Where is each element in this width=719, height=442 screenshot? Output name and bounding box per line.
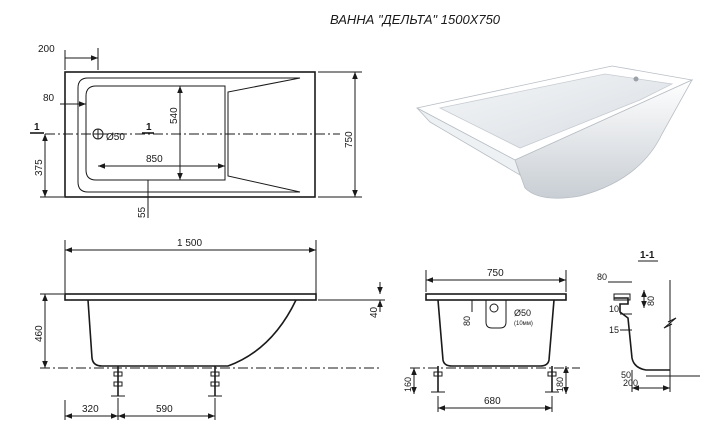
length-dimension: 1 500 [64,238,317,296]
section-wall-break [663,317,677,329]
sec-dim-80b: 80 [646,296,656,306]
dim-850: 850 [146,154,163,165]
end-body [437,299,555,367]
top-bowl-inner-rim [85,85,226,181]
dim-320: 320 [82,404,99,415]
bathtub-3d-render [415,65,694,199]
section-title: 1-1 [640,250,655,261]
section-profile [614,297,670,371]
dim-80: 80 [43,93,55,104]
side-leg-left [111,366,125,397]
dim-1500: 1 500 [177,238,202,249]
dim-375: 375 [34,159,45,176]
section-mark-right: 1 [146,122,152,133]
top-dim-750: 750 [344,131,355,148]
top-bowl-outline [77,77,301,193]
dim-540: 540 [169,107,180,124]
section-rim-block [613,293,631,301]
end-dim-80: 80 [462,316,472,326]
end-view: 750 80 Ø50 (10мм) 160 180 680 [403,268,580,412]
end-drain-label: Ø50 [514,308,531,318]
render-left-side [416,107,521,176]
dim-55: 55 [137,206,148,218]
end-drain-note: (10мм) [514,321,533,327]
top-view: Ø50 1 1 200 80 540 850 750 375 55 [30,44,362,218]
end-leg-right [545,366,559,393]
side-leg-right [208,366,222,397]
section-mark-left: 1 [34,122,40,133]
sec-dim-15: 15 [609,325,619,335]
end-leg-left [431,366,445,393]
section-1-1: 1-1 80 80 10 15 50 200 [597,250,700,392]
render-front-side [514,79,693,199]
dim-180: 180 [555,377,565,392]
side-rim [64,293,317,301]
dim-200: 200 [38,44,55,55]
dim-40: 40 [369,306,380,318]
end-drain-pipe [485,300,507,329]
sec-dim-200: 200 [623,378,638,388]
dim-460: 460 [34,325,45,342]
sec-dim-80a: 80 [597,272,607,282]
end-dim-750: 750 [487,268,504,279]
end-rim [425,293,567,301]
dim-160: 160 [403,377,413,392]
sec-dim-50: 50 [621,370,631,380]
drawing-title: ВАННА "ДЕЛЬТА" 1500Х750 [330,12,501,27]
dim-590: 590 [156,404,173,415]
render-overflow-hole [633,76,639,82]
sec-dim-10: 10 [609,304,619,314]
end-drain-circle [489,303,499,313]
side-body [87,299,297,367]
side-view: 460 40 320 590 [34,282,385,420]
dim-680: 680 [484,396,501,407]
top-drain-label: Ø50 [106,132,125,143]
render-bowl [438,73,674,149]
